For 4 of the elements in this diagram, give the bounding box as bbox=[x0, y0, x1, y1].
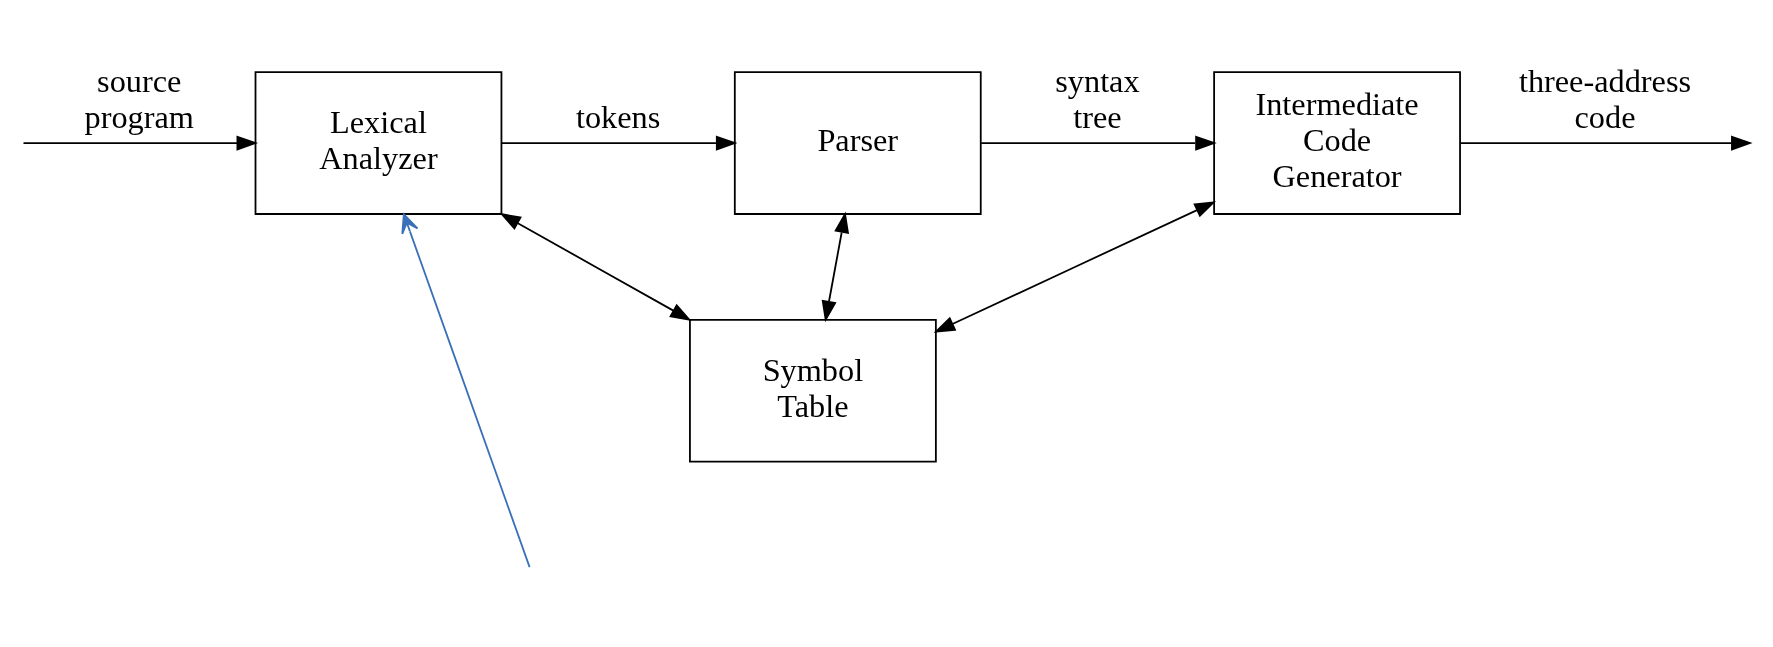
edge-label: three-address code bbox=[1518, 62, 1692, 135]
edge-label: source program bbox=[84, 62, 194, 135]
edge-label: syntax tree bbox=[1055, 62, 1140, 135]
edge-label: tokens bbox=[575, 98, 661, 135]
